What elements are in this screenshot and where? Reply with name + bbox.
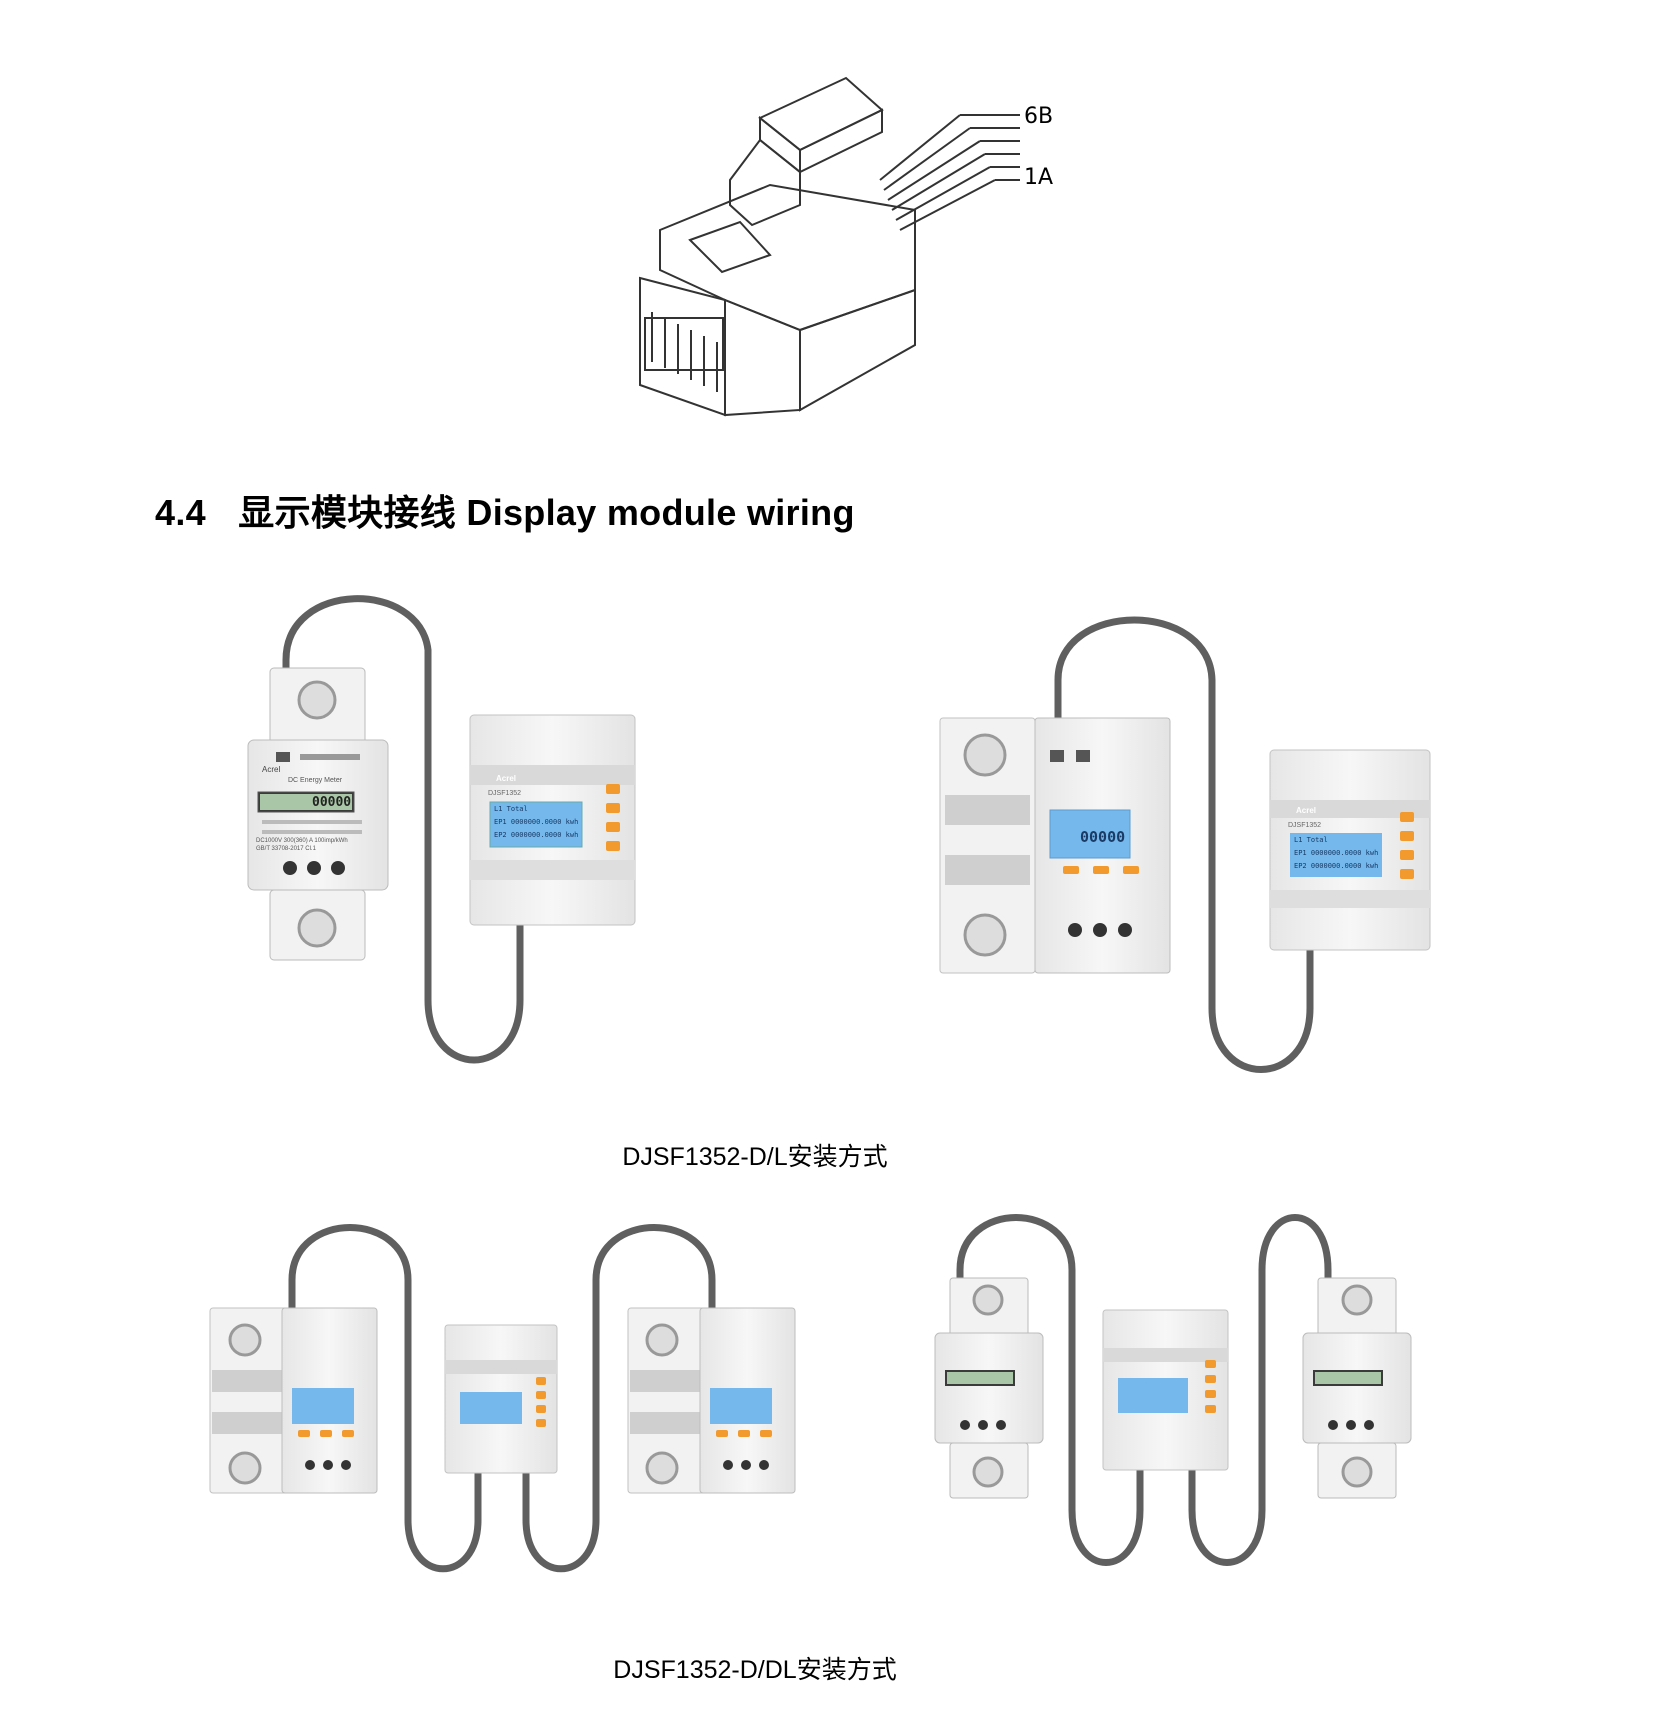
meter-right-lcd-reading: 00000 — [1080, 828, 1126, 846]
section-heading: 4.4 显示模块接线 Display module wiring — [155, 484, 855, 536]
cable-2c — [956, 1214, 1144, 1566]
display-left-lcd-line-1: L1 Total — [494, 805, 528, 813]
dc-meter-2-right-b — [1302, 1277, 1412, 1499]
pin-1a-label: 1A — [1024, 165, 1054, 190]
dc-meter-left — [247, 667, 389, 961]
figure-2-caption: DJSF1352-D/DL安装方式 — [613, 1656, 897, 1684]
display-right-lcd-line-2: EP1 0000000.0000 kwh — [1294, 849, 1379, 857]
dc-meter-2-mid — [627, 1307, 796, 1494]
dc-meter-right — [939, 717, 1171, 974]
rj-plug-body — [639, 76, 1020, 417]
meter-left-spec: DC1000V 300(360) A 100imp/kWh — [256, 838, 348, 844]
display-left-lcd-line-2: EP1 0000000.0000 kwh — [494, 818, 579, 826]
display-right-lcd-line-1: L1 Total — [1294, 836, 1328, 844]
figure-1-caption: DJSF1352-D/L安装方式 — [622, 1143, 888, 1171]
pin-6b-label: 6B — [1024, 104, 1054, 129]
cable-2b — [522, 1224, 716, 1573]
meter-left-type: DC Energy Meter — [288, 777, 343, 784]
display-left-brand: Acrel — [496, 774, 517, 783]
display-right-model: DJSF1352 — [1288, 822, 1322, 829]
display-right-brand: Acrel — [1296, 806, 1317, 815]
section-number: 4.4 — [155, 492, 206, 533]
meter-left-standard: GB/T 33708-2017 Cl.1 — [256, 846, 316, 852]
cable-2d — [1188, 1214, 1332, 1566]
display-module-2-left — [444, 1324, 558, 1474]
display-module-2-right — [1102, 1309, 1229, 1471]
display-right-lcd-line-3: EP2 0000000.0000 kwh — [1294, 862, 1379, 870]
meter-left-brand: Acrel — [262, 765, 281, 774]
section-title-cn: 显示模块接线 — [238, 493, 457, 534]
dc-meter-2-right-a — [934, 1277, 1044, 1499]
cable-left — [282, 595, 524, 1064]
meter-left-lcd-reading: 00000 — [312, 795, 352, 810]
cable-2a — [288, 1224, 482, 1573]
display-left-model: DJSF1352 — [488, 790, 522, 797]
dc-meter-2-left — [209, 1307, 378, 1494]
section-title-en: Display module wiring — [466, 492, 855, 533]
display-left-lcd-line-3: EP2 0000000.0000 kwh — [494, 831, 579, 839]
